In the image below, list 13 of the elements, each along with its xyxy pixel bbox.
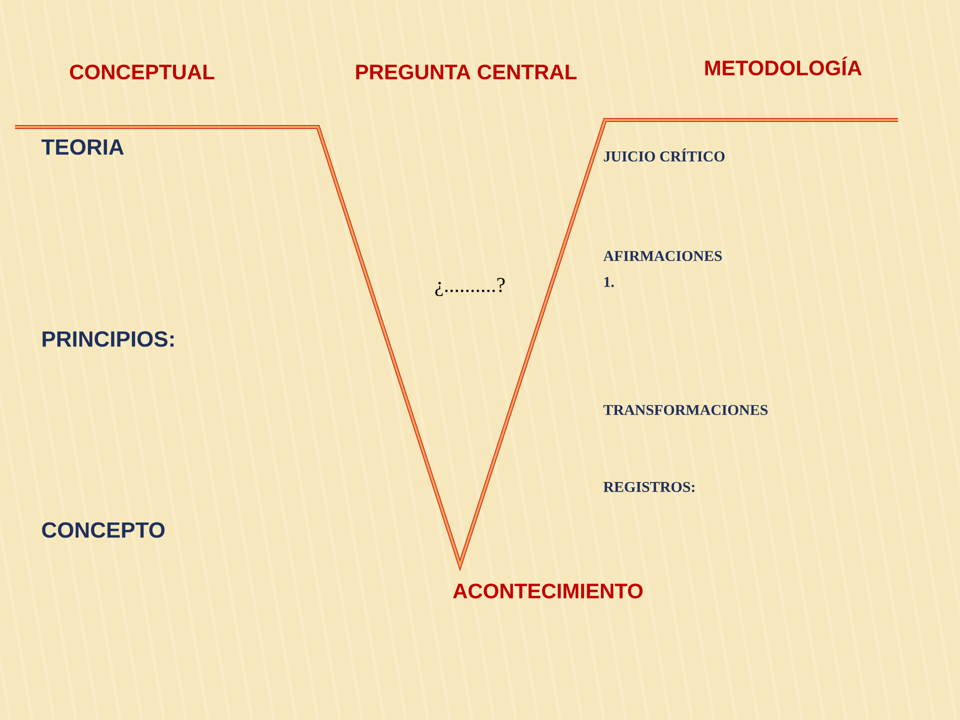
category-label: TRANSFORMACIONES: [603, 404, 768, 416]
category-label: REGISTROS:: [603, 482, 694, 492]
question-text: ¿..........?: [435, 278, 505, 296]
category-label: JUICIO CRÍTICO: [604, 148, 725, 162]
category-label: AFIRMACIONES: [603, 250, 722, 262]
category-label: TEORIA: [41, 139, 124, 155]
section-heading: METODOLOGÍA: [705, 56, 862, 76]
section-heading: CONCEPTUAL: [70, 64, 214, 80]
event-label: ACONTECIMIENTO: [453, 584, 643, 598]
category-label: CONCEPTO: [42, 522, 165, 538]
section-heading: PREGUNTA CENTRAL: [356, 64, 577, 80]
list-number: 1.: [604, 276, 614, 288]
category-label: PRINCIPIOS:: [42, 331, 174, 347]
